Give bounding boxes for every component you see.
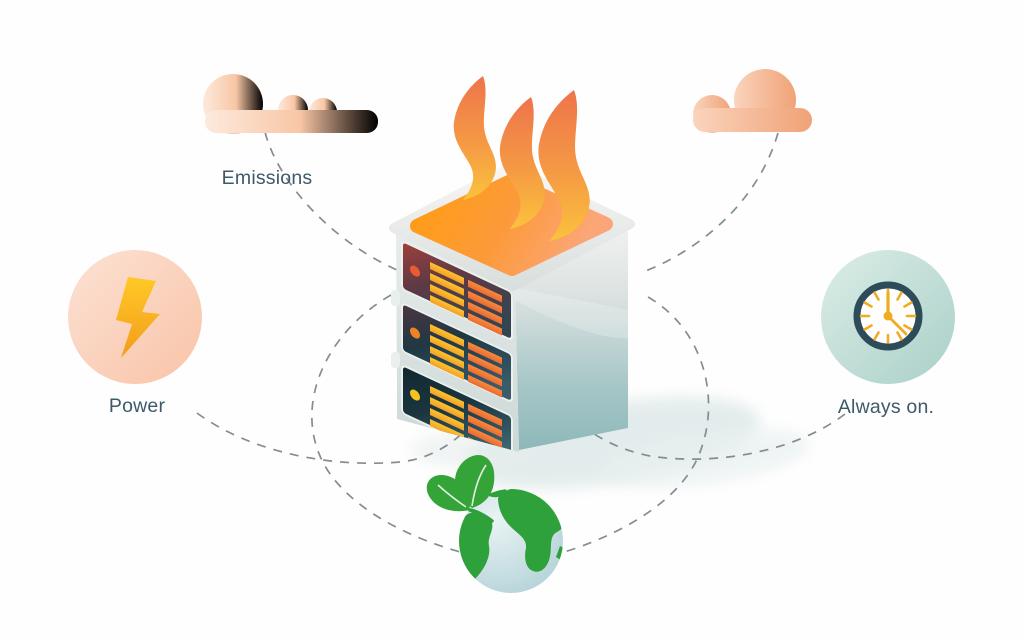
cloud-icon-right	[693, 69, 812, 133]
dashed-connectors	[196, 131, 846, 564]
server-side-face	[515, 224, 628, 450]
power-node	[68, 250, 202, 384]
server-rail-lip	[391, 352, 400, 368]
lightning-bolt-icon	[116, 277, 160, 358]
clock-icon	[853, 281, 923, 351]
power-label: Power	[108, 395, 166, 417]
connector-power-line	[196, 412, 469, 465]
leaf-icon	[426, 454, 495, 523]
connector-server-right-arc	[519, 296, 710, 564]
server-front-face	[396, 228, 519, 452]
always-on-node	[821, 250, 955, 384]
always-on-label: Always on.	[837, 396, 935, 418]
connector-emissions-to-server	[264, 131, 398, 271]
emissions-cloud-icon	[203, 74, 378, 134]
connector-always-on-line	[579, 413, 846, 460]
server-rail-lip	[391, 290, 400, 306]
connector-server-left-arc	[311, 294, 506, 563]
emissions-label: Emissions	[221, 167, 313, 189]
clock-center-dot	[883, 311, 893, 321]
globe-leaf-icon	[426, 454, 563, 593]
server-bay	[401, 241, 513, 340]
server-bay	[401, 303, 513, 402]
connector-cloud-right-to-server	[642, 132, 779, 273]
server-rack-icon	[389, 76, 635, 452]
